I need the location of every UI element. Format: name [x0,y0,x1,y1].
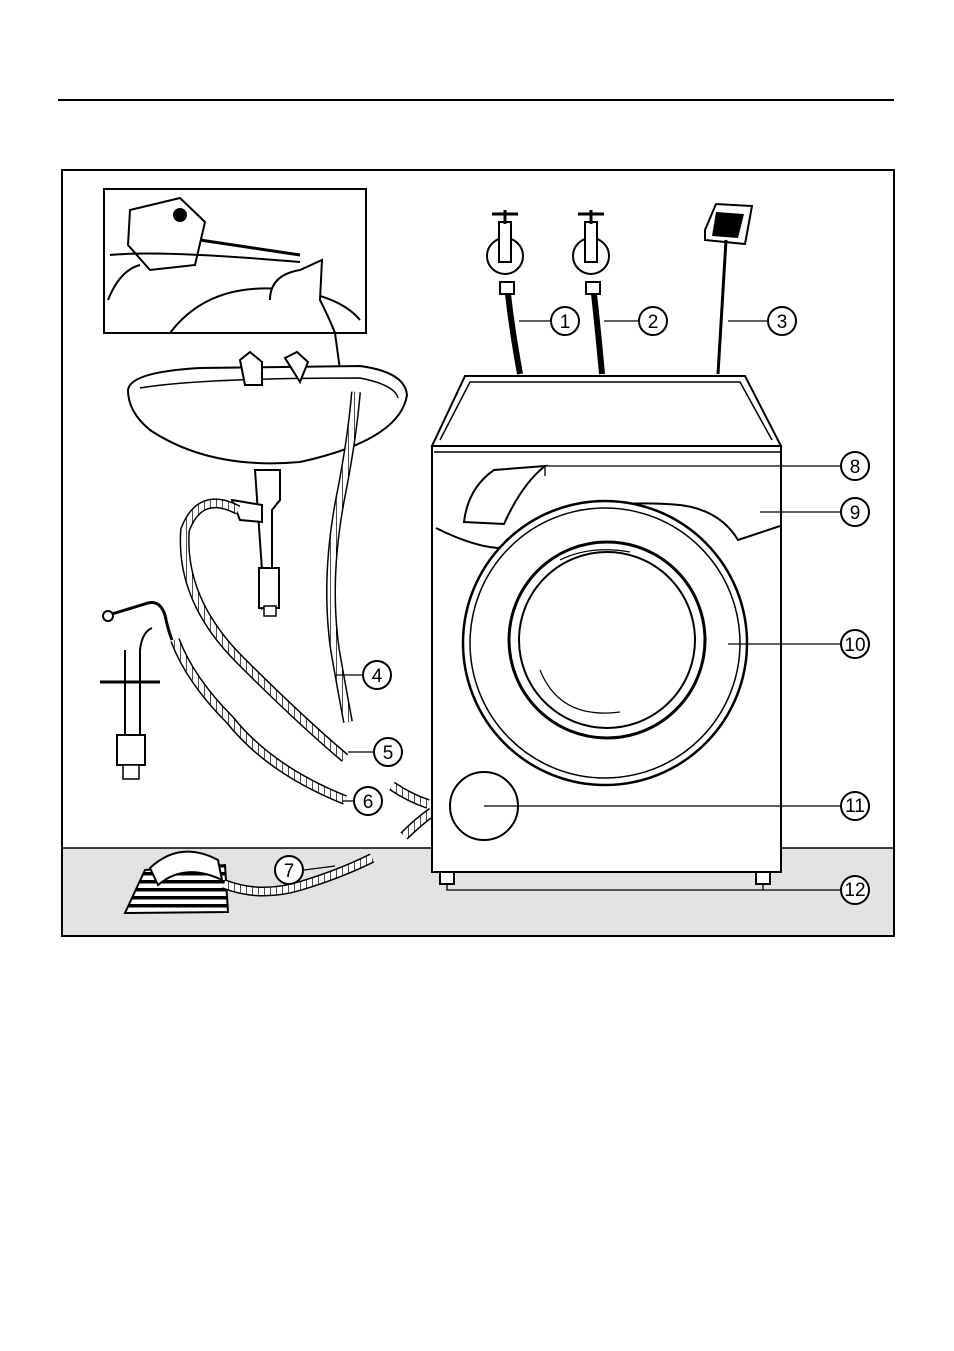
callout-1-label: 1 [560,312,571,333]
inset-detail [104,189,366,333]
callout-3-label: 3 [777,312,788,333]
washing-machine [432,376,781,884]
callout-7-label: 7 [284,861,295,882]
callout-4-label: 4 [372,666,383,687]
callout-5-label: 5 [383,743,394,764]
callout-2-label: 2 [648,312,659,333]
callout-6-label: 6 [363,792,374,813]
callout-9-label: 9 [850,503,861,524]
callout-8-label: 8 [850,457,861,478]
callout-12-label: 12 [844,880,865,901]
callout-10-label: 10 [844,635,865,656]
callout-11-label: 11 [845,796,865,817]
